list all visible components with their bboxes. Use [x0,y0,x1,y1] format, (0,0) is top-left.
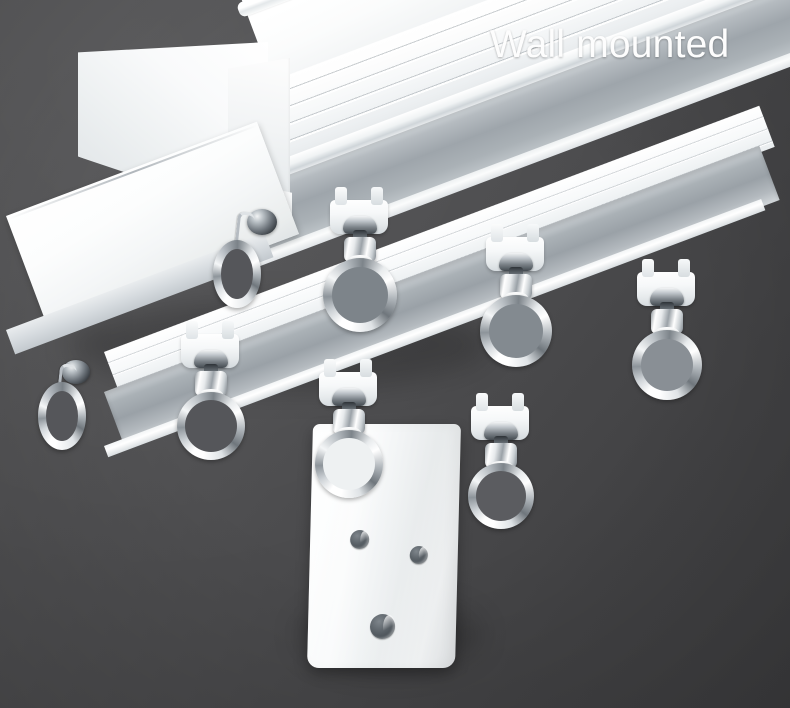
curtain-ring [632,330,702,400]
end-stop-ring [213,240,261,308]
glider-dome [332,388,366,406]
glider-dome [484,422,518,440]
glider-dome [650,288,684,306]
screw-hole [409,546,428,564]
ring-hole [221,249,253,299]
track-end-cap [0,30,300,408]
screw-hole [349,530,370,549]
glider-neck [509,267,523,277]
glider-neck [353,230,367,240]
end-cap-ball-fixing [247,209,277,235]
curtain-ring [468,463,534,529]
curtain-ring [177,392,245,460]
glider-neck [660,302,674,312]
curtain-ring [480,295,552,367]
end-stop-ring [38,382,86,450]
curtain-ring [315,430,383,498]
curtain-ring [323,258,397,332]
glider-neck [204,364,218,374]
glider-neck [342,402,356,412]
glider-dome [499,253,533,271]
glider-neck [494,436,508,446]
glider-dome [194,350,228,368]
ring-hole [46,391,78,441]
glider-dome [343,216,377,234]
end-cap-ball-fixing [62,360,90,384]
screw-hole [369,614,396,639]
page-title: Wall mounted [490,23,730,66]
